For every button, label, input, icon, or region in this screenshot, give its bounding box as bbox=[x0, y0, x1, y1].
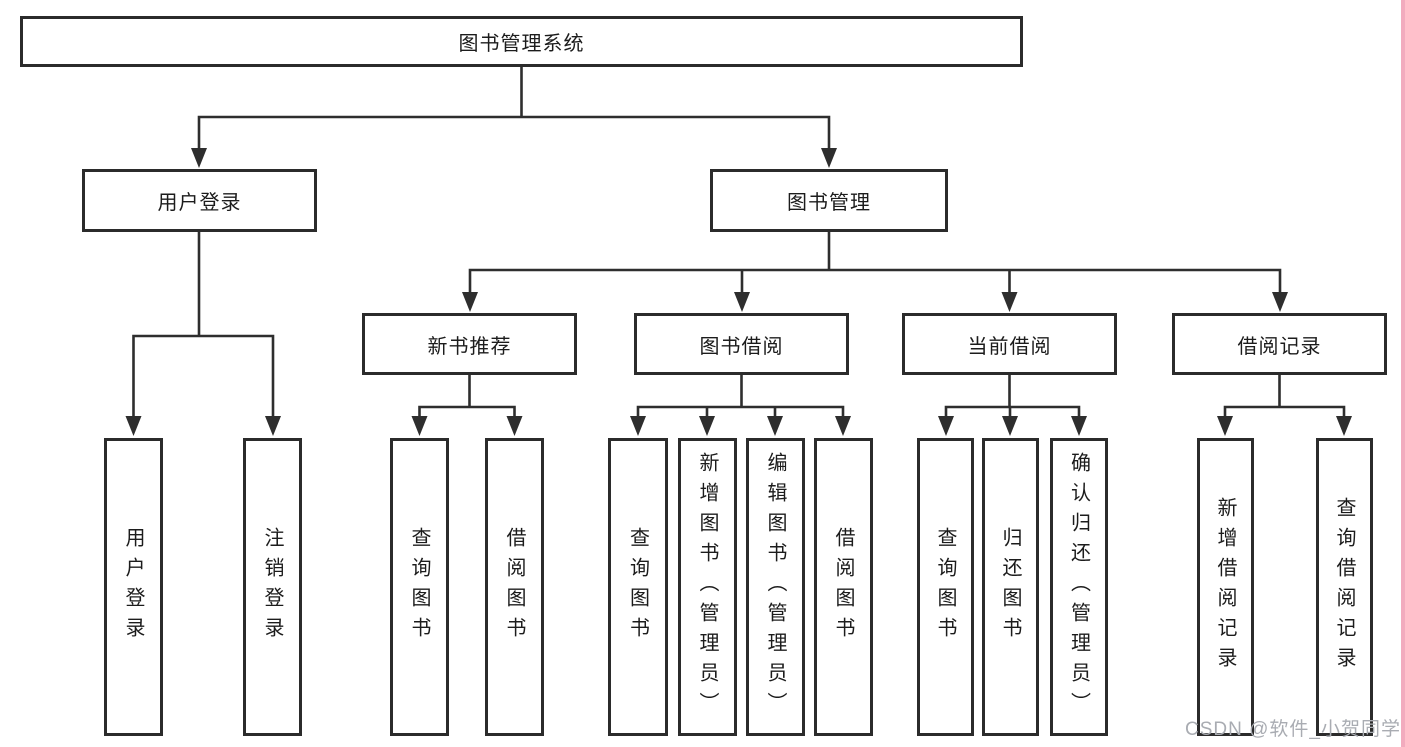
node-new-book-recommend-label: 新书推荐 bbox=[427, 335, 512, 358]
connector-new-book-recommend-fork bbox=[418, 375, 516, 418]
node-borrowing-edit-books-label: 编辑图书（管理员） bbox=[764, 452, 786, 722]
node-user-login-leaf: 用户登录 bbox=[104, 438, 163, 736]
node-current-confirm-return: 确认归还（管理员） bbox=[1050, 438, 1108, 736]
node-borrowing-add-books-label: 新增图书（管理员） bbox=[696, 452, 718, 722]
node-system: 图书管理系统 bbox=[20, 16, 1023, 67]
connector-root-fork bbox=[197, 67, 831, 149]
node-book-borrowing: 图书借阅 bbox=[634, 313, 849, 375]
node-user-login: 用户登录 bbox=[82, 169, 317, 232]
node-current-borrowing: 当前借阅 bbox=[902, 313, 1117, 375]
node-borrowing-query-books: 查询图书 bbox=[608, 438, 668, 736]
node-borrowing-add-books: 新增图书（管理员） bbox=[678, 438, 737, 736]
node-borrowing-edit-books: 编辑图书（管理员） bbox=[746, 438, 805, 736]
node-system-label: 图书管理系统 bbox=[458, 33, 585, 55]
node-current-return-books-label: 归还图书 bbox=[999, 527, 1021, 647]
node-borrowing-borrow-books: 借阅图书 bbox=[814, 438, 873, 736]
node-new-book-recommend: 新书推荐 bbox=[362, 313, 577, 375]
node-records-query-record: 查询借阅记录 bbox=[1316, 438, 1373, 736]
node-book-management: 图书管理 bbox=[710, 169, 948, 232]
connector-book-borrowing-fork bbox=[636, 375, 845, 418]
csdn-edge-strip bbox=[1401, 0, 1405, 747]
connector-book-management-fork bbox=[468, 232, 1282, 294]
node-book-borrowing-label: 图书借阅 bbox=[699, 335, 784, 358]
node-current-query-books-label: 查询图书 bbox=[934, 527, 956, 647]
node-user-login-leaf-label: 用户登录 bbox=[122, 527, 144, 647]
node-recommend-query-books-label: 查询图书 bbox=[408, 527, 430, 647]
node-recommend-query-books: 查询图书 bbox=[390, 438, 449, 736]
connector-borrowing-records-fork bbox=[1223, 375, 1346, 418]
node-borrowing-borrow-books-label: 借阅图书 bbox=[832, 527, 854, 647]
connector-user-login-fork bbox=[132, 232, 275, 418]
node-recommend-borrow-books-label: 借阅图书 bbox=[503, 527, 525, 647]
node-current-return-books: 归还图书 bbox=[982, 438, 1039, 736]
node-recommend-borrow-books: 借阅图书 bbox=[485, 438, 544, 736]
csdn-watermark: CSDN @软件_小贺同学 bbox=[1185, 719, 1401, 740]
node-records-add-record-label: 新增借阅记录 bbox=[1214, 497, 1236, 677]
node-borrowing-records: 借阅记录 bbox=[1172, 313, 1387, 375]
node-logout-leaf-label: 注销登录 bbox=[261, 527, 283, 647]
node-current-confirm-return-label: 确认归还（管理员） bbox=[1067, 452, 1090, 722]
node-borrowing-records-label: 借阅记录 bbox=[1237, 335, 1322, 358]
connector-current-borrowing-fork bbox=[944, 375, 1081, 418]
node-records-add-record: 新增借阅记录 bbox=[1197, 438, 1254, 736]
node-borrowing-query-books-label: 查询图书 bbox=[626, 527, 649, 647]
node-logout-leaf: 注销登录 bbox=[243, 438, 302, 736]
node-book-management-label: 图书管理 bbox=[787, 192, 871, 214]
node-records-query-record-label: 查询借阅记录 bbox=[1333, 497, 1355, 677]
node-current-query-books: 查询图书 bbox=[917, 438, 974, 736]
node-current-borrowing-label: 当前借阅 bbox=[967, 335, 1052, 358]
node-user-login-label: 用户登录 bbox=[157, 192, 242, 214]
